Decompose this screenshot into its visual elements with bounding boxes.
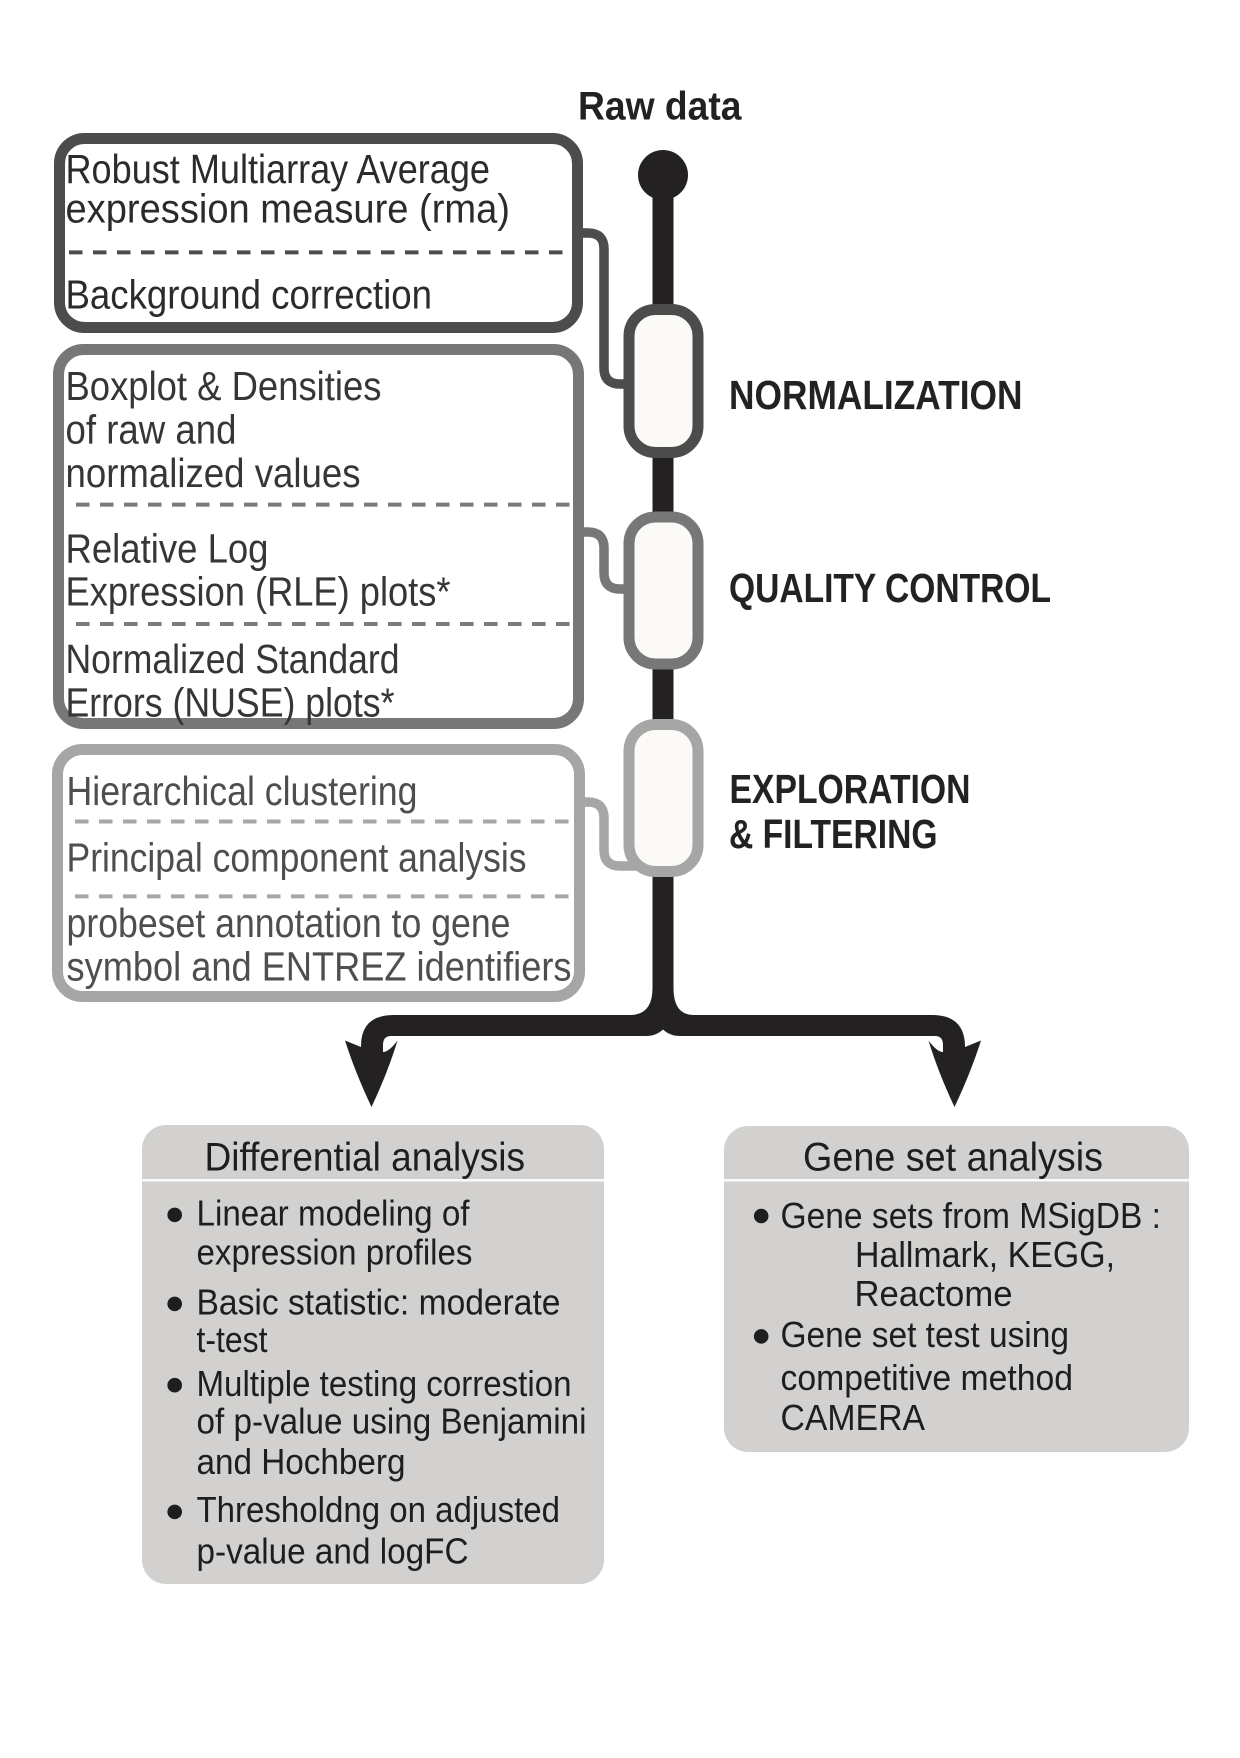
svg-text:Hallmark, KEGG,: Hallmark, KEGG,	[855, 1234, 1115, 1275]
svg-text:expression profiles: expression profiles	[197, 1232, 473, 1273]
svg-text:Relative Log: Relative Log	[66, 526, 269, 572]
svg-text:Errors (NUSE) plots*: Errors (NUSE) plots*	[66, 680, 395, 726]
svg-text:Gene set test using: Gene set test using	[781, 1314, 1070, 1355]
svg-text:Gene set analysis: Gene set analysis	[803, 1136, 1103, 1180]
svg-text:Background correction: Background correction	[66, 272, 433, 318]
svg-text:Normalized Standard: Normalized Standard	[66, 636, 400, 682]
svg-text:CAMERA: CAMERA	[781, 1397, 926, 1438]
svg-text:Linear modeling of: Linear modeling of	[197, 1193, 471, 1234]
svg-text:competitive method: competitive method	[781, 1357, 1074, 1398]
svg-text:symbol and ENTREZ identifiers: symbol and ENTREZ identifiers	[67, 944, 572, 990]
svg-text:Differential analysis: Differential analysis	[205, 1136, 526, 1180]
svg-text:Hierarchical clustering: Hierarchical clustering	[67, 768, 418, 814]
svg-text:Expression (RLE) plots*: Expression (RLE) plots*	[66, 569, 451, 615]
svg-text:QUALITY CONTROL: QUALITY CONTROL	[729, 565, 1051, 611]
svg-text:Boxplot & Densities: Boxplot & Densities	[66, 363, 382, 409]
svg-text:NORMALIZATION: NORMALIZATION	[729, 372, 1023, 418]
svg-text:Principal component analysis: Principal component analysis	[67, 835, 527, 881]
svg-text:Thresholdng on adjusted: Thresholdng on adjusted	[197, 1489, 561, 1530]
svg-text:Basic statistic: moderate: Basic statistic: moderate	[197, 1282, 561, 1323]
svg-text:normalized values: normalized values	[66, 450, 361, 496]
svg-text:p-value and logFC: p-value and logFC	[197, 1531, 469, 1572]
svg-text:EXPLORATION: EXPLORATION	[730, 766, 971, 812]
svg-text:and Hochberg: and Hochberg	[197, 1441, 406, 1482]
svg-text:& FILTERING: & FILTERING	[729, 811, 938, 857]
svg-text:Multiple testing correstion: Multiple testing correstion	[197, 1363, 572, 1404]
svg-text:probeset annotation to gene: probeset annotation to gene	[67, 900, 511, 946]
svg-text:expression measure (rma): expression measure (rma)	[66, 186, 511, 232]
svg-text:Reactome: Reactome	[855, 1273, 1013, 1314]
svg-text:of raw and: of raw and	[66, 407, 237, 453]
svg-text:t-test: t-test	[197, 1319, 268, 1360]
svg-text:Raw data: Raw data	[578, 85, 742, 129]
svg-text:Robust Multiarray Average: Robust Multiarray Average	[66, 146, 491, 192]
svg-text:Gene sets from MSigDB :: Gene sets from MSigDB :	[781, 1195, 1162, 1236]
svg-text:of p-value using Benjamini: of p-value using Benjamini	[197, 1401, 587, 1442]
